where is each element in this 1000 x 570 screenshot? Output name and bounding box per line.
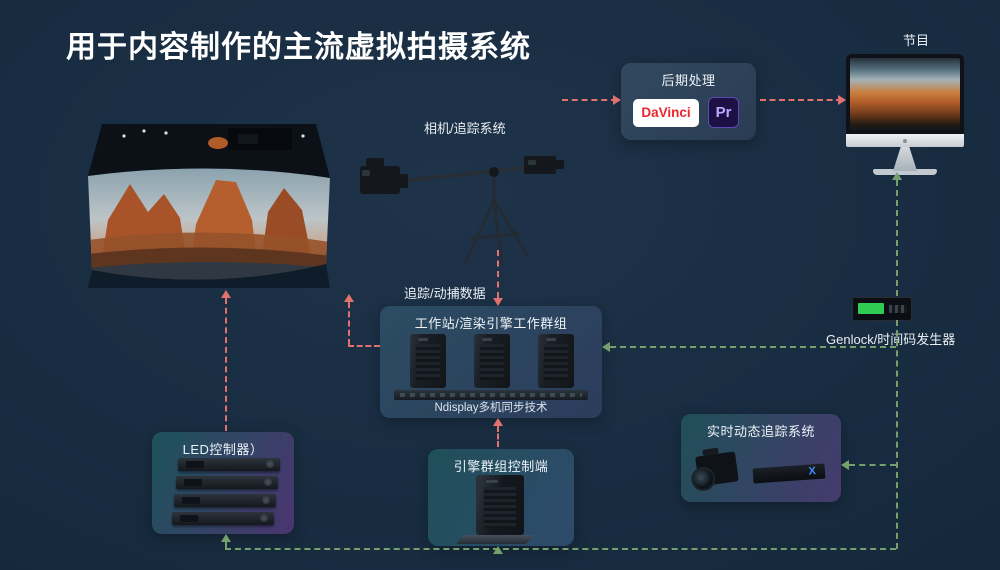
- sync-genlock-down: [896, 320, 898, 549]
- flow-enginecontrol-to-workstation: [497, 426, 499, 447]
- program-monitor-image: [846, 54, 964, 175]
- realtime-tracking-box: 实时动态追踪系统 X: [681, 414, 841, 502]
- arrowhead: [221, 534, 231, 542]
- genlock-device-image: [852, 297, 912, 321]
- flow-camera-to-post: [562, 99, 617, 101]
- sync-to-led-controller: [225, 542, 227, 548]
- sync-genlock-to-monitor: [896, 180, 898, 296]
- monitor-screen: [846, 54, 964, 134]
- tracking-sensor-bar-image: X: [752, 463, 826, 484]
- page-title: 用于内容制作的主流虚拟拍摄系统: [66, 31, 531, 64]
- workstation-label: 工作站/渲染引擎工作群组: [414, 316, 568, 331]
- led-processor-unit: [174, 494, 276, 507]
- flow-camera-to-workstation: [497, 250, 499, 298]
- flow-workstation-to-ledwall-h: [348, 345, 380, 347]
- engine-keyboard: [456, 535, 534, 544]
- sync-bottom-bus: [225, 548, 896, 550]
- arrowhead: [841, 460, 849, 470]
- arrowhead: [613, 95, 621, 105]
- post-logo-row: DaVinci Pr: [633, 97, 739, 128]
- tracking-data-label: 追踪/动捕数据: [404, 286, 486, 301]
- monitor-chin: [846, 134, 964, 147]
- post-processing-label: 后期处理: [661, 73, 716, 88]
- arrowhead: [493, 546, 503, 554]
- davinci-logo: DaVinci: [633, 98, 699, 127]
- monitor-picture: [850, 58, 960, 130]
- genlock-label: Genlock/时间码发生器: [826, 332, 956, 347]
- flow-post-to-monitor: [760, 99, 842, 101]
- arrowhead: [221, 290, 231, 298]
- server-rack-shelf: [394, 390, 588, 400]
- ndisplay-label: Ndisplay多机同步技术: [434, 402, 548, 414]
- genlock-screen: [858, 303, 884, 314]
- led-controller-box: LED控制器）: [152, 432, 294, 534]
- tracking-camera-lens: [689, 465, 717, 493]
- camera-jib-image: [352, 130, 587, 275]
- engine-tower-image: [456, 475, 534, 544]
- arrowhead: [493, 298, 503, 306]
- arrowhead: [892, 172, 902, 180]
- flow-controller-to-ledwall: [225, 298, 227, 431]
- engine-control-box: 引擎群组控制端: [428, 449, 574, 546]
- monitor-logo-dot: [903, 138, 907, 143]
- camera-tracking-label: 相机/追踪系统: [424, 121, 506, 136]
- led-processor-unit: [178, 458, 280, 471]
- led-wall-image: [78, 120, 340, 297]
- program-label: 节目: [903, 33, 930, 48]
- led-controller-label: LED控制器）: [182, 442, 264, 457]
- server-tower-image: [538, 334, 574, 388]
- workstation-box: 工作站/渲染引擎工作群组 Ndisplay多机同步技术: [380, 306, 602, 418]
- sync-genlock-to-workstation: [610, 346, 896, 348]
- sync-genlock-to-tracking: [849, 464, 896, 466]
- monitor-base: [873, 169, 937, 175]
- tracking-camera-image: [689, 451, 739, 493]
- flow-workstation-to-ledwall-v: [348, 302, 350, 345]
- server-tower-image: [474, 334, 510, 388]
- realtime-tracking-label: 实时动态追踪系统: [706, 424, 815, 439]
- monitor-stand: [893, 147, 917, 171]
- arrowhead: [344, 294, 354, 302]
- post-processing-box: 后期处理 DaVinci Pr: [621, 63, 756, 140]
- tracker-x-mark: X: [808, 465, 817, 478]
- server-tower-image: [410, 334, 446, 388]
- arrowhead: [838, 95, 846, 105]
- premiere-logo: Pr: [708, 97, 739, 128]
- arrowhead: [602, 342, 610, 352]
- led-processor-unit: [172, 512, 274, 525]
- arrowhead: [493, 418, 503, 426]
- engine-control-label: 引擎群组控制端: [453, 459, 549, 474]
- genlock-buttons: [889, 305, 907, 313]
- led-processor-unit: [176, 476, 278, 489]
